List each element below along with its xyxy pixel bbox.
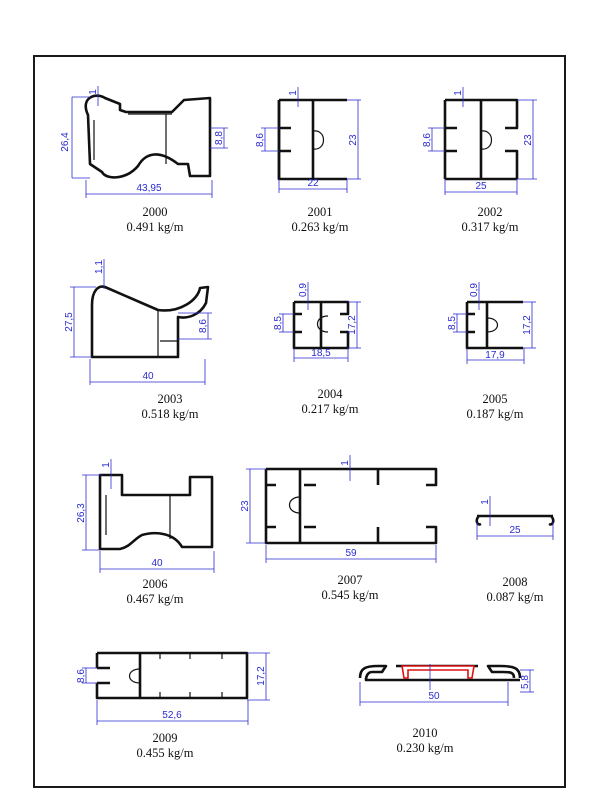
profile-2009-drawing: 8,6 17,2 52,6 [76, 651, 270, 725]
dim-wall: 1 [288, 90, 299, 96]
dim-slot: 8,6 [422, 133, 433, 147]
dim-width: 52,6 [162, 710, 182, 721]
dim-height: 5,8 [520, 675, 531, 689]
profile-2004-drawing: 8,5 17,2 0,9 18,5 [273, 282, 361, 362]
dim-wall: 0,9 [469, 283, 480, 297]
profile-2008-drawing: 1 25 [475, 496, 555, 540]
profile-2001-drawing: 8,6 23 1 22 [255, 87, 361, 193]
dim-width: 25 [475, 181, 487, 192]
dim-height: 17,2 [522, 315, 533, 335]
dim-width: 17,9 [485, 350, 505, 361]
dim-width: 25 [509, 525, 521, 536]
profile-code: 2008 [502, 575, 528, 589]
dim-width: 40 [151, 558, 163, 569]
profile-weight: 0.187 kg/m [466, 407, 524, 421]
gasket-seal [401, 665, 475, 679]
dim-slot: 8,6 [198, 319, 209, 333]
dim-height: 17,2 [347, 315, 358, 335]
profile-code: 2009 [152, 731, 178, 745]
dim-wall: 1,1 [94, 260, 105, 274]
profile-code: 2010 [412, 726, 438, 740]
dim-wall: 1 [480, 499, 491, 505]
dim-height: 26,3 [76, 503, 87, 523]
profile-2005-drawing: 8,5 17,2 0,9 17,9 [447, 282, 536, 364]
dim-wall: 1 [88, 89, 99, 95]
profile-weight: 0.217 kg/m [301, 402, 359, 416]
profile-2007-drawing: 23 1 59 [240, 455, 438, 563]
dim-width: 40 [142, 371, 154, 382]
page-border [33, 55, 566, 788]
dim-width: 59 [345, 548, 357, 559]
profile-2000-drawing: 26,4 1 8,8 43,95 [60, 86, 228, 198]
dim-width: 18,5 [311, 348, 331, 359]
profile-weight: 0.491 kg/m [126, 220, 184, 234]
dim-width: 22 [307, 178, 319, 189]
profile-code: 2000 [142, 205, 168, 219]
profile-weight: 0.455 kg/m [136, 746, 194, 760]
dim-height: 23 [348, 134, 359, 146]
dim-wall: 1 [453, 90, 464, 96]
profile-code: 2003 [157, 392, 183, 406]
dim-height: 23 [240, 500, 251, 512]
dim-slot: 8,5 [273, 316, 284, 330]
profile-code: 2002 [477, 205, 503, 219]
profile-weight: 0.263 kg/m [291, 220, 349, 234]
profile-code: 2007 [337, 573, 363, 587]
dim-wall: 1 [101, 462, 112, 468]
dim-width: 43,95 [136, 183, 161, 194]
dim-slot: 8,6 [255, 133, 266, 147]
dim-height: 17,2 [256, 666, 267, 686]
profile-2010-drawing: 5,8 50 [358, 664, 534, 706]
profile-weight: 0.467 kg/m [126, 592, 184, 606]
dim-slot: 8,5 [447, 316, 458, 330]
profile-weight: 0.087 kg/m [486, 590, 544, 604]
dim-slot: 8,8 [214, 131, 225, 145]
profile-code: 2001 [307, 205, 333, 219]
dim-wall: 0,9 [298, 283, 309, 297]
profile-2002-drawing: 8,6 23 1 25 [422, 87, 537, 195]
profile-weight: 0.545 kg/m [321, 588, 379, 602]
dim-width: 50 [428, 691, 440, 702]
profile-weight: 0.230 kg/m [396, 741, 454, 755]
profile-2006-drawing: 26,3 1 40 [76, 459, 215, 573]
profile-weight: 0.518 kg/m [141, 407, 199, 421]
dim-slot: 8,6 [76, 669, 87, 683]
profile-weight: 0.317 kg/m [461, 220, 519, 234]
profile-2003-drawing: 27,5 1,1 8,6 40 [64, 259, 212, 385]
profile-code: 2004 [317, 387, 343, 401]
dim-height: 23 [523, 134, 534, 146]
profile-code: 2005 [482, 392, 508, 406]
profile-code: 2006 [142, 577, 168, 591]
dim-height: 27,5 [64, 312, 75, 332]
dim-height: 26,4 [60, 132, 71, 152]
dim-wall: 1 [340, 460, 351, 466]
